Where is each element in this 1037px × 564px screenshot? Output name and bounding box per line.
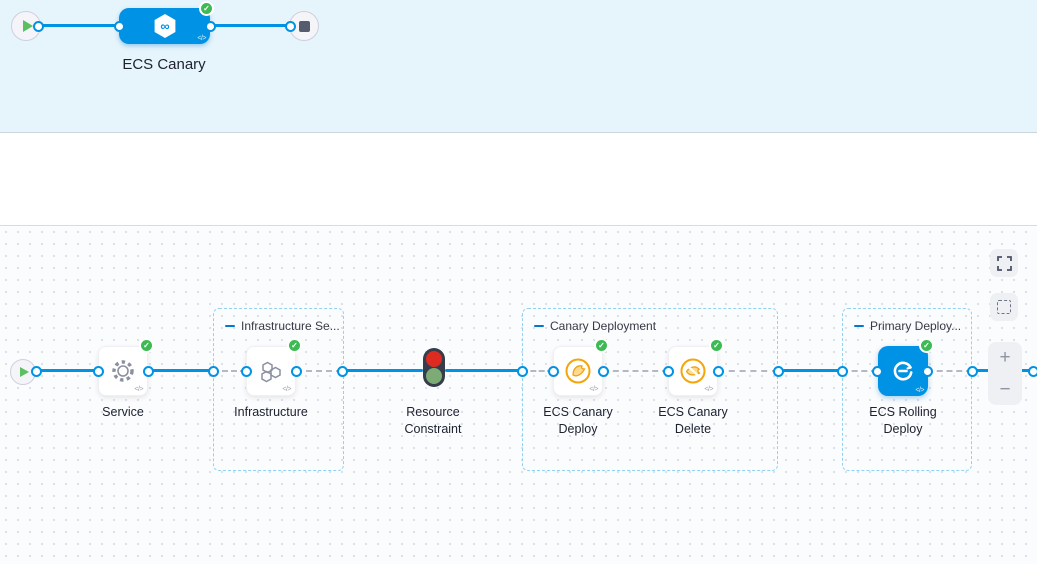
group-label-text: Canary Deployment (550, 319, 657, 333)
stage-strip: ∞ </> ✓ ECS Canary (0, 0, 1037, 133)
connector-port (837, 366, 848, 377)
code-icon: </> (915, 387, 924, 394)
connector-line-dashed (718, 370, 778, 372)
ecs-icon (893, 361, 913, 381)
stop-icon (298, 20, 310, 32)
connector-line (778, 369, 842, 372)
fullscreen-button[interactable] (990, 249, 1018, 277)
connector-line-dashed (603, 370, 668, 372)
connector-port (241, 366, 252, 377)
canary-deploy-icon (565, 358, 591, 384)
stage-node-ecs-canary[interactable]: ∞ </> (119, 8, 210, 44)
zoom-out-button[interactable]: − (999, 378, 1011, 400)
success-check-icon: ✓ (139, 338, 154, 353)
connector-port (598, 366, 609, 377)
connector-port (922, 366, 933, 377)
step-label-ecs-canary-deploy: ECS Canary Deploy (543, 405, 613, 436)
connector-line (38, 24, 119, 27)
connector-port (33, 21, 44, 32)
connector-port (143, 366, 154, 377)
execution-graph-canvas[interactable] (0, 226, 1037, 564)
success-check-icon: ✓ (919, 338, 934, 353)
success-check-icon: ✓ (199, 1, 214, 16)
step-label-ecs-rolling-deploy: ECS Rolling Deploy (869, 405, 937, 436)
code-icon: </> (589, 386, 598, 393)
connector-port (967, 366, 978, 377)
group-box-infrastructure: Infrastructure Se... (213, 308, 344, 471)
step-service[interactable]: </> (98, 346, 148, 396)
connector-port (517, 366, 528, 377)
play-icon (20, 367, 29, 377)
connector-port (872, 366, 883, 377)
group-box-canary-deployment: Canary Deployment (522, 308, 778, 471)
connector-port (337, 366, 348, 377)
svg-text:∞: ∞ (160, 19, 169, 34)
connector-port (208, 366, 219, 377)
collapse-icon[interactable] (225, 324, 235, 328)
traffic-light-red (426, 351, 442, 367)
connector-line (210, 24, 290, 27)
connector-port (1028, 366, 1037, 377)
step-resource-constraint[interactable] (423, 348, 445, 387)
connector-line-dashed (296, 370, 342, 372)
collapse-icon[interactable] (854, 324, 864, 328)
connector-port (93, 366, 104, 377)
connector-line-dashed (927, 370, 972, 372)
connector-line-dashed (213, 370, 246, 372)
group-label-text: Primary Deploy... (870, 319, 962, 333)
connector-port (205, 21, 216, 32)
code-icon: </> (197, 35, 206, 42)
step-label-infrastructure: Infrastructure (234, 405, 308, 419)
connector-line-dashed (842, 370, 877, 372)
connector-line (38, 369, 98, 372)
connector-line-dashed (522, 370, 553, 372)
connector-port (548, 366, 559, 377)
connector-port (114, 21, 125, 32)
connector-line (445, 369, 522, 372)
code-icon: </> (282, 386, 291, 393)
connector-line (148, 369, 213, 372)
zoom-in-button[interactable]: + (999, 347, 1011, 369)
select-region-button[interactable] (990, 293, 1018, 321)
traffic-light-green (426, 368, 442, 384)
step-ecs-canary-delete[interactable]: </> (668, 346, 718, 396)
connector-port (31, 366, 42, 377)
execution-header: ECS Canary Started at: 10/6/2022, 5:01:2… (0, 133, 1037, 335)
connector-port (285, 21, 296, 32)
zoom-controls: + − (988, 342, 1022, 405)
step-ecs-canary-deploy[interactable]: </> (553, 346, 603, 396)
connector-port (663, 366, 674, 377)
group-label: Canary Deployment (534, 319, 656, 333)
group-label: Primary Deploy... (854, 319, 961, 333)
harness-stage-icon: ∞ (154, 14, 175, 38)
step-label-service: Service (102, 405, 144, 419)
step-label-ecs-canary-delete: ECS Canary Delete (658, 405, 728, 436)
marquee-icon (997, 300, 1011, 314)
success-check-icon: ✓ (709, 338, 724, 353)
fullscreen-icon (996, 255, 1012, 271)
step-infrastructure[interactable]: </> (246, 346, 296, 396)
success-check-icon: ✓ (594, 338, 609, 353)
play-icon (22, 20, 33, 32)
collapse-icon[interactable] (534, 324, 544, 328)
connector-line (342, 369, 423, 372)
success-check-icon: ✓ (287, 338, 302, 353)
connector-port (291, 366, 302, 377)
group-box-primary-deployment: Primary Deploy... (842, 308, 972, 471)
canary-delete-icon (680, 358, 706, 384)
code-icon: </> (704, 386, 713, 393)
stage-label: ECS Canary (122, 56, 206, 73)
connector-port (713, 366, 724, 377)
group-label-text: Infrastructure Se... (241, 319, 340, 333)
group-label: Infrastructure Se... (225, 319, 340, 333)
infrastructure-icon (261, 361, 281, 383)
step-label-resource-constraint: Resource Constraint (404, 405, 462, 436)
gear-icon (112, 360, 134, 382)
connector-port (773, 366, 784, 377)
code-icon: </> (134, 386, 143, 393)
step-ecs-rolling-deploy[interactable]: </> (878, 346, 928, 396)
